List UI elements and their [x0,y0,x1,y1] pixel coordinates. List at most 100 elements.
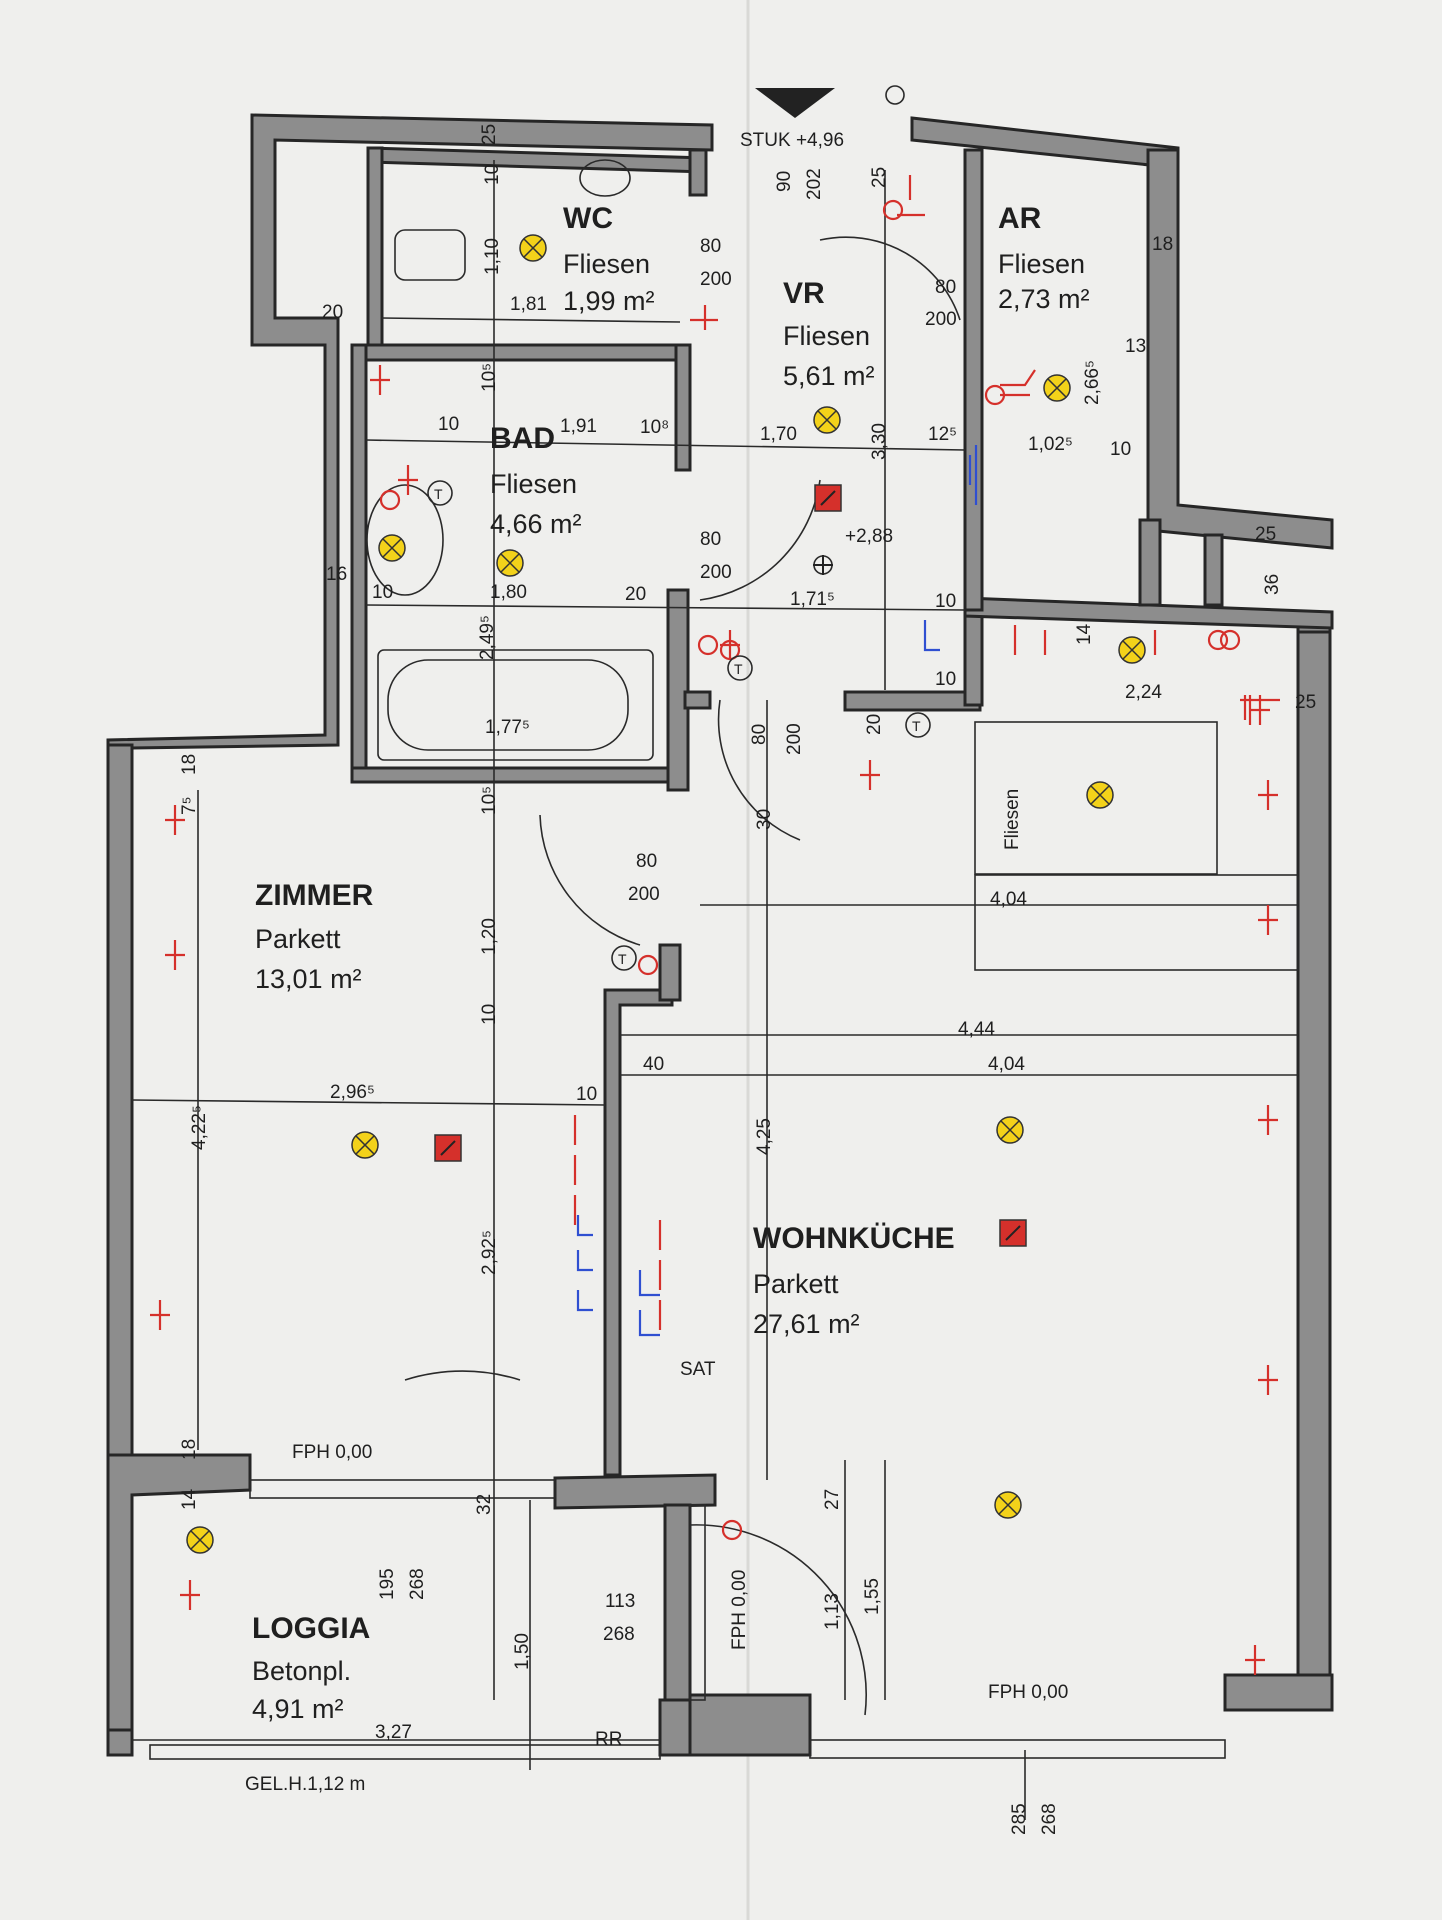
room-name-vr: VR [783,277,825,310]
dim-label: 2,49⁵ [477,615,498,660]
dim-label: 10 [372,582,393,603]
room-material-bad: Fliesen [490,469,577,499]
ceiling-light-icon [496,549,524,577]
room-material-loggia: Betonpl. [252,1656,351,1686]
dim-label: 10⁸ [640,417,669,438]
fph-wk-side: FPH 0,00 [729,1570,750,1650]
dim-label: 27 [822,1489,843,1510]
riser-icon [885,85,905,105]
dim-label: 4,04 [990,889,1027,910]
dim-label: 80 [935,277,956,298]
rr-label: RR [595,1729,622,1750]
dim-label: 1,70 [760,424,797,445]
dim-label: 16 [326,564,347,585]
dim-label: 2,92⁵ [479,1230,500,1275]
thermostat-icon: T [905,712,931,738]
dim-label: 1,13 [822,1593,843,1630]
dim-label: 1,91 [560,416,597,437]
dim-label: 25 [1255,524,1276,545]
dim-label: 3,30 [869,423,890,460]
room-area-zimmer: 13,01 m² [255,964,362,994]
room-name-zimmer: ZIMMER [255,879,374,912]
water-symbols [576,445,978,1337]
dim-label: 2,24 [1125,682,1162,703]
dim-label: 285 [1009,1803,1030,1835]
ceiling-light-icon [813,406,841,434]
dim-label: 10 [935,669,956,690]
ceiling-lights [186,234,1146,1554]
walls [106,113,1334,1757]
distribution-box-icon [814,484,842,512]
dim-label: 10 [438,414,459,435]
dim-label: 4,22⁵ [189,1105,210,1150]
dim-label: 20 [864,714,885,735]
dim-label: 12⁵ [928,424,957,445]
sat-label: SAT [680,1359,716,1380]
ceiling-light-icon [1118,636,1146,664]
dim-label: 200 [925,309,957,330]
dim-label: 4,04 [988,1054,1025,1075]
dim-label: 200 [628,884,660,905]
crosshair-icon [813,555,833,575]
distribution-box-icon [434,1134,462,1162]
dim-label: 90 [774,171,795,192]
fph-zimmer: FPH 0,00 [292,1442,372,1463]
dim-label: 1,02⁵ [1028,434,1073,455]
dim-label: 14 [179,1488,200,1510]
dim-label: 268 [407,1568,428,1600]
dim-label: 80 [749,724,770,745]
dim-label: 195 [377,1568,398,1600]
svg-text:T: T [912,718,921,734]
dim-label: 1,20 [479,918,500,955]
room-name-loggia: LOGGIA [252,1612,370,1645]
gel-label: GEL.H.1,12 m [245,1774,365,1795]
room-name-wohnkuche: WOHNKÜCHE [753,1222,955,1255]
dim-label: 80 [636,851,657,872]
dim-label: 10 [576,1084,597,1105]
dim-label: 1,50 [512,1633,533,1670]
distribution-boxes: T T T T [427,480,1027,1247]
distribution-box-icon [999,1219,1027,1247]
dim-label: 200 [700,269,732,290]
dim-label: 10 [482,164,503,185]
dim-label: 30 [754,809,775,830]
dim-label: 4,44 [958,1019,995,1040]
room-area-vr: 5,61 m² [783,361,875,391]
room-area-loggia: 4,91 m² [252,1694,344,1724]
dimension-lines [131,159,1299,1820]
dim-label: 1,55 [862,1578,883,1615]
dim-label: 25 [1295,692,1316,713]
room-material-vr: Fliesen [783,321,870,351]
dim-label: 18 [179,754,200,775]
dim-label: 1,80 [490,582,527,603]
room-material-ar: Fliesen [998,249,1085,279]
dim-label: 20 [322,302,343,323]
dim-label: 20 [625,584,646,605]
room-material-wc: Fliesen [563,249,650,279]
dim-label: 40 [643,1054,664,1075]
room-area-ar: 2,73 m² [998,284,1090,314]
dim-label: 10 [479,1004,500,1025]
dim-label: 13 [1125,336,1146,357]
dim-label: 113 [605,1591,635,1612]
thermostat-icon: T [611,945,637,971]
dim-label: 32 [474,1494,495,1515]
ceiling-light-icon [996,1116,1024,1144]
level-vr: +2,88 [845,526,893,547]
dim-label: 10⁵ [479,786,500,815]
ceiling-light-icon [1043,374,1071,402]
dim-label: 80 [700,529,721,550]
dimension-labels: 90 202 25 25 10 1,10 1,81 20 80 200 80 2… [179,124,1316,1835]
dim-label: 1,77⁵ [485,717,530,738]
room-material-zimmer: Parkett [255,924,341,954]
room-name-ar: AR [998,202,1042,235]
ceiling-light-icon [378,534,406,562]
thermostat-icon: T [427,480,453,506]
dim-label: 200 [700,562,732,583]
dim-label: 200 [784,723,805,755]
dim-label: 10 [1110,439,1131,460]
stuk-label: STUK +4,96 [740,130,844,151]
dim-label: 4,25 [754,1118,775,1155]
annotations: +2,88 FPH 0,00 FPH 0,00 FPH 0,00 GEL.H.1… [245,526,1068,1795]
dim-label: 1,81 [510,294,547,315]
